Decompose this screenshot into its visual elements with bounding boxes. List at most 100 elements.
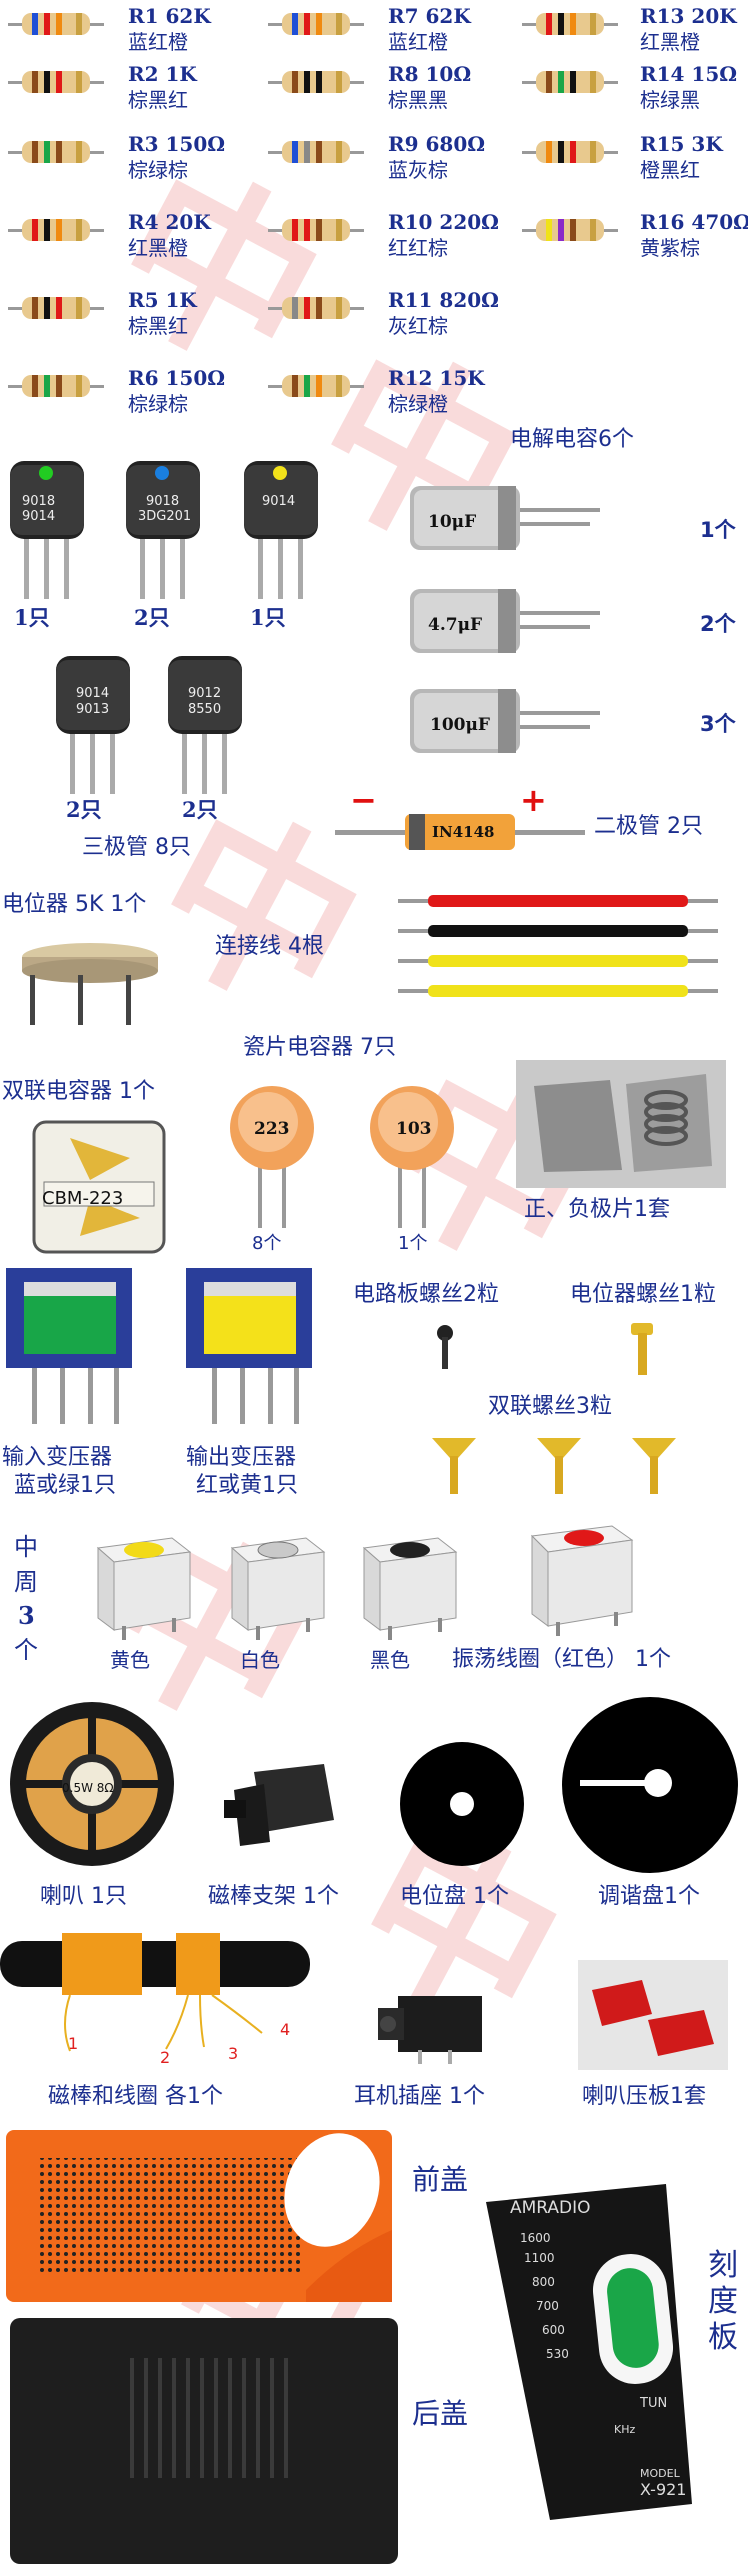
back-cover (10, 2318, 398, 2564)
electrolytic-title: 电解电容6个 (510, 427, 634, 452)
resistor-colors: 棕绿黑 (640, 88, 700, 112)
oscillator-coil (530, 1525, 634, 1636)
transistor-9014 (244, 461, 318, 599)
resistor-code: R1 62K (128, 4, 211, 28)
transistor-count: 1只 (250, 605, 286, 630)
dial-scale: 1600 (520, 2231, 551, 2245)
if-coil-side-label: 个 (14, 1636, 38, 1664)
capacitor-value: 100μF (430, 715, 490, 735)
transistor-9018-3dg201 (126, 461, 200, 599)
coil-pin-label: 1 (68, 2034, 79, 2053)
if-coil-white-label: 白色 (240, 1648, 280, 1672)
rod-bracket-label: 磁棒支架 1个 (208, 1884, 339, 1909)
electrolytic-capacitor (410, 486, 600, 550)
resistor (268, 297, 364, 319)
resistor-colors: 棕绿橙 (388, 392, 448, 416)
dial-scale: 700 (536, 2299, 559, 2313)
capacitor-count: 3个 (700, 712, 736, 736)
resistor (8, 141, 104, 163)
ceramic-value: 223 (254, 1119, 290, 1139)
resistor (522, 219, 618, 241)
front-cover-label: 前盖 (412, 2163, 469, 2196)
pot-screw-label: 电位器螺丝1粒 (570, 1282, 716, 1307)
resistor-colors: 黄紫棕 (640, 236, 700, 260)
speaker-clip-label: 喇叭压板1套 (582, 2084, 706, 2109)
resistor-colors: 棕绿棕 (128, 392, 188, 416)
resistor-code: R14 15Ω (640, 62, 738, 86)
connecting-wires (398, 895, 718, 997)
transistor-marking: 9013 (76, 702, 110, 717)
electrolytic-capacitor (410, 589, 600, 653)
if-coil-yellow (96, 1537, 192, 1640)
resistor-colors: 棕黑黑 (388, 88, 448, 112)
dial-brand: AMRADIO (510, 2198, 591, 2218)
resistor-code: R12 15K (388, 366, 485, 390)
transistor-9014-9013 (56, 656, 130, 794)
board-screw-icon (437, 1325, 453, 1369)
dual-screw-icon (632, 1438, 676, 1494)
resistor-code: R9 680Ω (388, 132, 486, 156)
capacitor-value: 10μF (428, 512, 477, 532)
rod-bracket (224, 1764, 334, 1846)
transistor-marking: 9018 (22, 494, 56, 509)
diode-label: 二极管 2只 (594, 814, 703, 839)
resistor-colors: 橙黑红 (640, 158, 700, 182)
ferrite-rod-coil (0, 1933, 310, 2052)
ceramic-capacitor (230, 1086, 314, 1228)
resistor-colors: 棕绿棕 (128, 158, 188, 182)
if-coil-side-label: 3 (18, 1601, 35, 1630)
potentiometer (22, 943, 158, 1025)
battery-clip-label: 正、负极片1套 (524, 1197, 670, 1222)
transistor-count: 1只 (14, 605, 50, 630)
diode-part: IN4148 (432, 823, 495, 841)
wires-label: 连接线 4根 (215, 934, 324, 959)
dial-khz: KHz (614, 2423, 636, 2436)
diode (335, 814, 585, 850)
ceramic-value: 103 (396, 1119, 432, 1139)
transistor-count: 2只 (134, 605, 170, 630)
diode-plus: + (520, 781, 547, 819)
input-transformer (6, 1268, 132, 1424)
dial-scale: 1100 (524, 2251, 555, 2265)
if-coil-yellow-label: 黄色 (110, 1648, 150, 1672)
resistor (522, 71, 618, 93)
dual-cap-label: 双联电容器 1个 (2, 1079, 155, 1104)
electrolytic-capacitor (410, 689, 600, 753)
battery-clip (516, 1060, 726, 1188)
resistor-code: R15 3K (640, 132, 723, 156)
resistor-colors: 蓝红橙 (128, 30, 188, 54)
coil-pin-label: 2 (160, 2048, 171, 2067)
dial-plate (486, 2184, 692, 2520)
potentiometer-label: 电位器 5K 1个 (2, 892, 147, 917)
if-coil-side-label: 中 (14, 1533, 38, 1561)
resistor (522, 141, 618, 163)
input-transformer-label: 输入变压器 (2, 1445, 113, 1470)
dial-scale: 530 (546, 2347, 569, 2361)
earphone-jack (378, 1996, 482, 2064)
resistor-colors: 棕黑红 (128, 314, 188, 338)
dial-plate-label: 刻度板 (708, 2248, 738, 2355)
resistor-colors: 红红棕 (388, 236, 448, 260)
ceramic-count: 1个 (398, 1233, 428, 1254)
transistor-count: 2只 (66, 797, 102, 822)
resistor (8, 297, 104, 319)
resistor-code: R5 1K (128, 288, 197, 312)
resistor-code: R16 470Ω (640, 210, 748, 234)
resistor (268, 71, 364, 93)
resistor-colors: 蓝灰棕 (388, 158, 448, 182)
resistor (268, 219, 364, 241)
resistor-code: R7 62K (388, 4, 471, 28)
resistor-colors: 红黑橙 (640, 30, 700, 54)
transistor-marking: 9018 (146, 494, 180, 509)
transistor-count: 2只 (182, 797, 218, 822)
ceramic-capacitor (370, 1086, 454, 1228)
transistor-label: 三极管 8只 (82, 835, 191, 860)
transistor-marking: 9014 (76, 686, 110, 701)
resistor-colors: 棕黑红 (128, 88, 188, 112)
if-coil-white (230, 1537, 326, 1640)
input-transformer-label: 蓝或绿1只 (14, 1473, 116, 1498)
output-transformer-label: 输出变压器 (186, 1445, 297, 1470)
if-coil-black-label: 黑色 (370, 1648, 410, 1672)
dial-scale: 800 (532, 2275, 555, 2289)
dial-scale: 600 (542, 2323, 565, 2337)
